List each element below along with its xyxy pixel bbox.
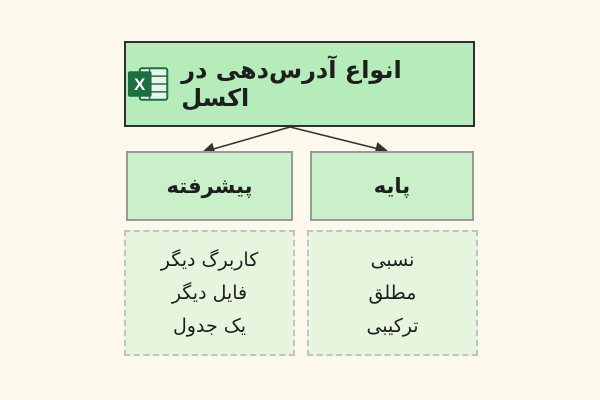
list-item: فایل دیگر <box>171 281 248 304</box>
list-basic: نسبی مطلق ترکیبی <box>307 230 478 356</box>
list-item: یک جدول <box>172 314 247 337</box>
list-item: ترکیبی <box>366 314 419 337</box>
title-box: X انواع آدرس‌دهی در اکسل <box>124 41 475 127</box>
list-item: مطلق <box>368 281 417 304</box>
list-advanced: کاربرگ دیگر فایل دیگر یک جدول <box>124 230 295 356</box>
node-basic-label: پایه <box>373 174 411 198</box>
node-advanced-label: پیشرفته <box>166 174 253 198</box>
excel-icon: X <box>127 67 169 101</box>
list-item: کاربرگ دیگر <box>160 248 259 271</box>
node-advanced: پیشرفته <box>126 151 293 221</box>
diagram-title: انواع آدرس‌دهی در اکسل <box>181 56 402 112</box>
arrow-to-basic <box>289 126 389 155</box>
excel-icon-letter: X <box>134 75 145 94</box>
list-item: نسبی <box>370 248 415 271</box>
arrow-to-advanced <box>201 126 291 155</box>
node-basic: پایه <box>310 151 474 221</box>
title-row: X انواع آدرس‌دهی در اکسل <box>126 56 473 112</box>
